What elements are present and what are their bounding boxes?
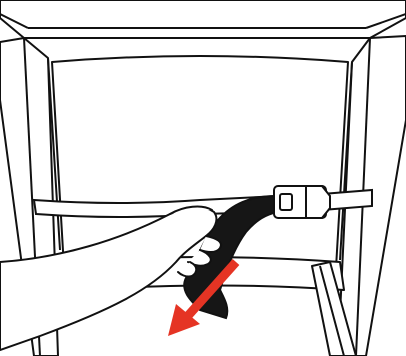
top-rail bbox=[0, 0, 406, 38]
buckle-clip bbox=[306, 186, 330, 218]
buckle-slot bbox=[280, 194, 292, 210]
buckle bbox=[274, 186, 330, 218]
